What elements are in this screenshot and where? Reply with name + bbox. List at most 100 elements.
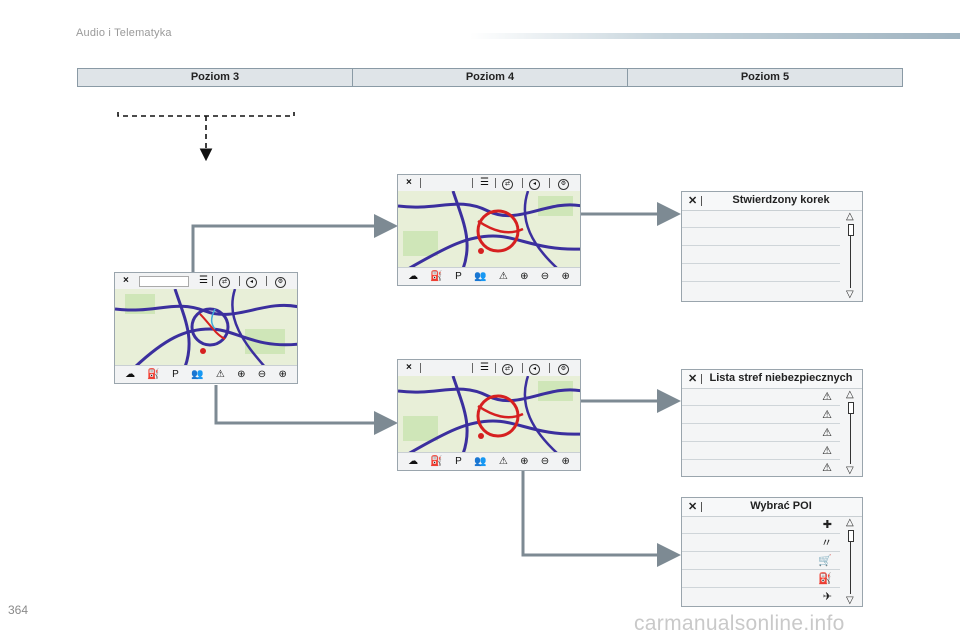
list-item[interactable] bbox=[682, 283, 840, 300]
panel-title: Stwierdzony korek bbox=[732, 194, 830, 206]
panel-title: Wybrać POI bbox=[750, 500, 812, 512]
list-item[interactable] bbox=[682, 247, 840, 264]
settings-icon[interactable]: ⚙ bbox=[558, 362, 569, 375]
poi-person-icon[interactable]: 👥 bbox=[191, 368, 204, 380]
map-screen-level4-bottom: × ☰ ⇄ ◂ ⚙ ☁ ⛽ P 👥 ⚠ ⊕ ⊖ ⊕ bbox=[397, 359, 581, 471]
section-header: Audio i Telematyka bbox=[76, 27, 172, 39]
settings-icon[interactable]: ⚙ bbox=[558, 177, 569, 190]
level-5-header: Poziom 5 bbox=[740, 71, 790, 83]
traffic-jam-panel: ✕ Stwierdzony korek △ ▽ bbox=[681, 191, 863, 302]
dashed-bracket bbox=[117, 112, 295, 117]
zoom-in-icon[interactable]: ⊕ bbox=[278, 368, 287, 380]
close-icon[interactable]: ✕ bbox=[688, 373, 698, 385]
danger-zone-item[interactable]: ⚠ bbox=[682, 443, 840, 460]
warning-icon[interactable]: ⚠ bbox=[215, 368, 225, 380]
map-bottom-bar: ☁ ⛽ P 👥 ⚠ ⊕ ⊖ ⊕ bbox=[115, 365, 297, 383]
scroll-up-icon[interactable]: △ bbox=[846, 517, 854, 528]
danger-zone-item[interactable]: ⚠ bbox=[682, 425, 840, 442]
map-screen-level3: × ☰ ⇄ ◂ ⚙ ☁ ⛽ P 👥 ⚠ ⊕ ⊖ ⊕ bbox=[114, 272, 298, 384]
zoom-in-icon[interactable]: ⊕ bbox=[561, 270, 570, 282]
settings-icon[interactable]: ⚙ bbox=[275, 275, 286, 288]
map-view[interactable] bbox=[398, 376, 580, 454]
level-4-header: Poziom 4 bbox=[353, 69, 628, 86]
scroll-thumb[interactable] bbox=[848, 224, 854, 236]
header-decoration-bar bbox=[470, 33, 960, 39]
map-view[interactable] bbox=[115, 289, 297, 367]
parking-icon[interactable]: P bbox=[455, 455, 462, 467]
poi-item-airport[interactable]: ✈ bbox=[822, 591, 832, 603]
list-icon[interactable]: ☰ bbox=[480, 177, 489, 188]
danger-zone-item[interactable]: ⚠ bbox=[682, 407, 840, 424]
scrollbar[interactable]: △ ▽ bbox=[846, 212, 856, 300]
list-icon[interactable]: ☰ bbox=[199, 275, 208, 286]
panel-header: ✕ Wybrać POI bbox=[682, 498, 862, 517]
parking-icon[interactable]: P bbox=[172, 368, 179, 380]
zoom-plus-icon[interactable]: ⊕ bbox=[520, 455, 529, 467]
poi-person-icon[interactable]: 👥 bbox=[474, 270, 487, 282]
arrow-to-screen-bottom bbox=[214, 385, 398, 435]
zoom-plus-icon[interactable]: ⊕ bbox=[520, 270, 529, 282]
list-item[interactable] bbox=[682, 211, 840, 228]
scroll-up-icon[interactable]: △ bbox=[846, 211, 854, 222]
parking-icon[interactable]: P bbox=[455, 270, 462, 282]
compass-icon[interactable]: ◂ bbox=[529, 177, 540, 190]
compass-icon[interactable]: ◂ bbox=[246, 275, 257, 288]
poi-item-fuel[interactable]: ⛽ bbox=[682, 571, 840, 588]
poi-item-shop[interactable]: 🛒 bbox=[682, 553, 840, 570]
panel-title: Lista stref niebezpiecznych bbox=[709, 372, 853, 384]
route-icon[interactable]: ⇄ bbox=[219, 275, 230, 288]
close-icon[interactable]: ✕ bbox=[688, 501, 698, 513]
search-field[interactable] bbox=[139, 276, 189, 287]
weather-traffic-icon[interactable]: ☁ bbox=[408, 270, 419, 282]
fuel-icon[interactable]: ⛽ bbox=[147, 368, 160, 380]
danger-zone-item[interactable]: ⚠ bbox=[682, 389, 840, 406]
poi-person-icon[interactable]: 👥 bbox=[474, 455, 487, 467]
scroll-down-icon[interactable]: ▽ bbox=[846, 595, 854, 606]
zoom-minus-icon[interactable]: ⊖ bbox=[540, 455, 550, 467]
close-icon[interactable]: ✕ bbox=[688, 195, 698, 207]
warning-icon[interactable]: ⚠ bbox=[498, 270, 508, 282]
scroll-thumb[interactable] bbox=[848, 530, 854, 542]
scroll-up-icon[interactable]: △ bbox=[846, 389, 854, 400]
scroll-down-icon[interactable]: ▽ bbox=[846, 465, 854, 476]
zoom-minus-icon[interactable]: ⊖ bbox=[257, 368, 267, 380]
map-toolbar: × ☰ ⇄ ◂ ⚙ bbox=[398, 360, 580, 377]
weather-traffic-icon[interactable]: ☁ bbox=[408, 455, 419, 467]
list-item[interactable] bbox=[682, 265, 840, 282]
close-icon[interactable]: × bbox=[123, 275, 129, 286]
map-toolbar: × ☰ ⇄ ◂ ⚙ bbox=[115, 273, 297, 290]
list-icon[interactable]: ☰ bbox=[480, 362, 489, 373]
poi-item-restaurant[interactable]: 〃 bbox=[682, 535, 840, 552]
map-bottom-bar: ☁ ⛽ P 👥 ⚠ ⊕ ⊖ ⊕ bbox=[398, 452, 580, 470]
level-3-header: Poziom 3 bbox=[78, 69, 353, 86]
zoom-plus-icon[interactable]: ⊕ bbox=[237, 368, 246, 380]
route-icon[interactable]: ⇄ bbox=[502, 362, 513, 375]
panel-header: ✕ Lista stref niebezpiecznych bbox=[682, 370, 862, 389]
poi-item-medical[interactable]: ✚ bbox=[682, 517, 840, 534]
scroll-thumb[interactable] bbox=[848, 402, 854, 414]
route-icon[interactable]: ⇄ bbox=[502, 177, 513, 190]
compass-icon[interactable]: ◂ bbox=[529, 362, 540, 375]
map-toolbar: × ☰ ⇄ ◂ ⚙ bbox=[398, 175, 580, 192]
zoom-in-icon[interactable]: ⊕ bbox=[561, 455, 570, 467]
close-icon[interactable]: × bbox=[406, 177, 412, 188]
fuel-icon[interactable]: ⛽ bbox=[430, 455, 443, 467]
scrollbar[interactable]: △ ▽ bbox=[846, 518, 856, 606]
weather-traffic-icon[interactable]: ☁ bbox=[125, 368, 136, 380]
fuel-icon[interactable]: ⛽ bbox=[430, 270, 443, 282]
map-view[interactable] bbox=[398, 191, 580, 269]
warning-icon[interactable]: ⚠ bbox=[498, 455, 508, 467]
zoom-minus-icon[interactable]: ⊖ bbox=[540, 270, 550, 282]
close-icon[interactable]: × bbox=[406, 362, 412, 373]
page-number: 364 bbox=[8, 603, 29, 617]
levels-table-header: Poziom 3 Poziom 4 Poziom 5 bbox=[77, 68, 903, 87]
map-bottom-bar: ☁ ⛽ P 👥 ⚠ ⊕ ⊖ ⊕ bbox=[398, 267, 580, 285]
arrow-to-poi-panel bbox=[521, 466, 681, 567]
scroll-down-icon[interactable]: ▽ bbox=[846, 289, 854, 300]
list-item[interactable] bbox=[682, 229, 840, 246]
poi-panel: ✕ Wybrać POI ✚ 〃 🛒 ⛽ ✈ △ ▽ bbox=[681, 497, 863, 607]
danger-zones-panel: ✕ Lista stref niebezpiecznych ⚠ ⚠ ⚠ ⚠ ⚠ … bbox=[681, 369, 863, 477]
map-screen-level4-top: × ☰ ⇄ ◂ ⚙ ☁ ⛽ P 👥 ⚠ ⊕ ⊖ ⊕ bbox=[397, 174, 581, 286]
danger-zone-item[interactable]: ⚠ bbox=[822, 462, 832, 474]
scrollbar[interactable]: △ ▽ bbox=[846, 390, 856, 476]
